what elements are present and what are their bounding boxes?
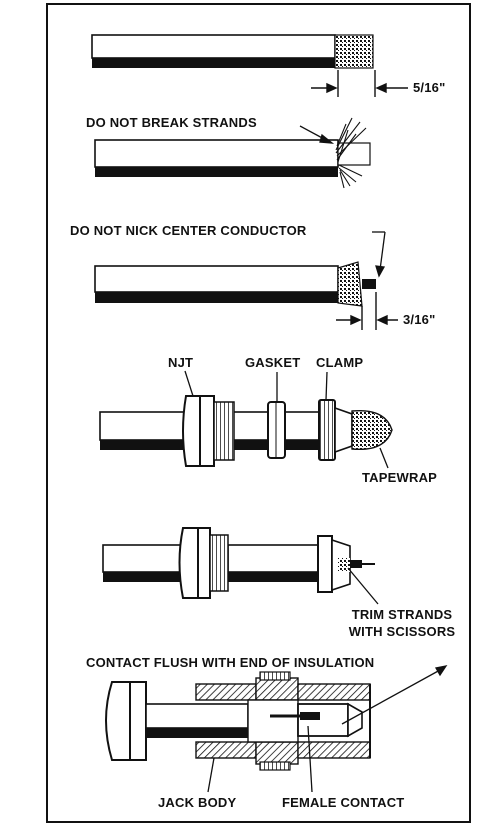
dimension-label-3-16: 3/16" bbox=[403, 312, 436, 327]
step4-gasket bbox=[267, 401, 286, 459]
step3-dimension bbox=[336, 292, 398, 330]
step2-cable bbox=[94, 139, 371, 177]
note-contact-flush: CONTACT FLUSH WITH END OF INSULATION bbox=[86, 655, 375, 670]
label-clamp: CLAMP bbox=[316, 355, 364, 370]
step4-tapewrap bbox=[351, 409, 393, 451]
step4-leaders bbox=[184, 370, 389, 469]
step1-dimension bbox=[311, 70, 408, 97]
step4-cable bbox=[99, 411, 320, 450]
step6-leaders bbox=[207, 665, 448, 793]
label-female-contact: FEMALE CONTACT bbox=[282, 795, 405, 810]
label-jack-body: JACK BODY bbox=[158, 795, 237, 810]
step5-clamp bbox=[317, 535, 375, 593]
step4-nut bbox=[182, 395, 235, 467]
step6-cable bbox=[145, 703, 249, 738]
label-with-scissors: WITH SCISSORS bbox=[348, 624, 456, 639]
label-gasket: GASKET bbox=[245, 355, 301, 370]
step3-leader bbox=[372, 231, 386, 278]
step5-leader bbox=[347, 567, 379, 605]
step6-jack-body bbox=[195, 671, 371, 771]
step1-cable bbox=[91, 34, 374, 69]
step2-leader bbox=[299, 125, 335, 144]
step5-nut bbox=[178, 527, 229, 599]
step4-clamp bbox=[318, 399, 353, 461]
step2-strands bbox=[335, 117, 367, 189]
label-trim-strands: TRIM STRANDS bbox=[351, 607, 453, 622]
note-do-not-break-strands: DO NOT BREAK STRANDS bbox=[86, 115, 257, 130]
step6-female-contact bbox=[270, 702, 363, 738]
label-tapewrap: TAPEWRAP bbox=[362, 470, 438, 485]
label-nut: NJT bbox=[168, 355, 194, 370]
step6-nut bbox=[105, 681, 147, 761]
step3-cable bbox=[94, 261, 376, 307]
note-do-not-nick-center-conductor: DO NOT NICK CENTER CONDUCTOR bbox=[70, 223, 307, 238]
dimension-label-5-16: 5/16" bbox=[413, 80, 446, 95]
